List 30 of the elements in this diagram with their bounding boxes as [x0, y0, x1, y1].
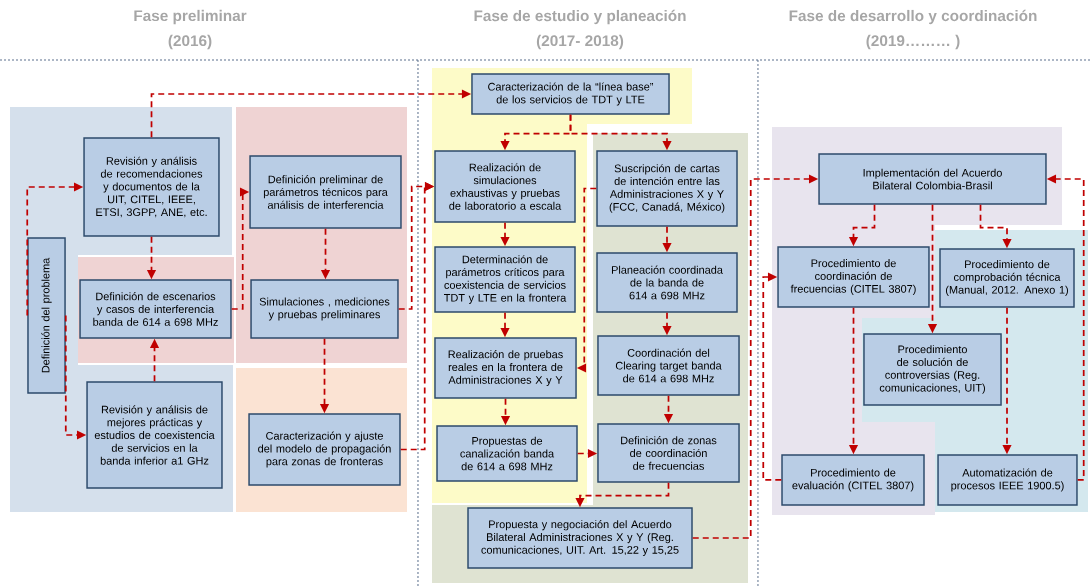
process-box: Realización de simulaciones exhaustivas y pruebas de laboratorio a escala: [434, 150, 576, 223]
process-box: Implementación del Acuerdo Bilateral Colombia-Brasil: [818, 153, 1047, 205]
process-box: Definición de escenarios y casos de interferencia banda de 614 a 698 MHz: [79, 279, 232, 339]
process-box: Definición de zonas de coordinación de frecuencias: [597, 423, 740, 483]
process-box: Realización de pruebas reales en la frontera de Administraciones X y Y: [434, 337, 577, 399]
phase-heading: Fase de desarrollo y coordinación: [789, 9, 1037, 25]
phase-heading: (2017- 2018): [536, 34, 624, 50]
process-box: Caracterización de la “línea base” de los servicios de TDT y LTE: [471, 73, 670, 115]
phase-heading: (2019……… ): [866, 34, 960, 50]
arrow: [762, 272, 783, 481]
process-box: Propuestas de canalización banda de 614 a 698 MHz: [436, 425, 578, 482]
process-box: Revisión y análisis de recomendaciones y documentos de la UIT, CITEL, IEEE, ETSI, 3GPP, ANE, etc.: [83, 137, 220, 237]
process-box: Caracterización y ajuste del modelo de propagación para zonas de fronteras: [248, 413, 401, 486]
process-box: Planeación coordinada de la banda de 614 a 698 MHz: [596, 252, 738, 313]
phase-heading: Fase de estudio y planeación: [474, 9, 686, 25]
process-box: Automatización de procesos IEEE 1900.5): [937, 454, 1078, 506]
process-box: Simulaciones , mediciones y pruebas preliminares: [250, 279, 399, 339]
process-box: Definición del problema: [27, 237, 66, 394]
process-box: Suscripción de cartas de intención entre las Administraciones X y Y (FCC, Canadá, México): [596, 150, 738, 227]
process-box: Procedimiento de solución de controversias (Reg. comunicaciones, UIT): [863, 333, 1002, 406]
process-box: Procedimiento de evaluación (CITEL 3807): [781, 454, 925, 506]
process-box: Propuesta y negociación del Acuerdo Bilateral Administraciones X y Y (Reg. comunicaciones, UIT. Art. 15,22 y 15,25: [467, 507, 693, 569]
process-box: Determinación de parámetros críticos para coexistencia de servicios TDT y LTE en la frontera: [434, 246, 576, 313]
process-box: Definición preliminar de parámetros técnicos para análisis de interferencia: [249, 155, 402, 229]
phase-heading: (2016): [168, 34, 212, 50]
process-box: Procedimiento de coordinación de frecuencias (CITEL 3807): [777, 246, 930, 308]
phase-heading: Fase preliminar: [134, 9, 247, 25]
process-box: Procedimiento de comprobación técnica (Manual, 2012. Anexo 1): [939, 248, 1075, 308]
process-box: Coordinación del Clearing target banda de 614 a 698 MHz: [597, 335, 740, 396]
process-box: Revisión y análisis de mejores prácticas y estudios de coexistencia de servicios en la banda inferior a1 GHz: [86, 381, 223, 489]
